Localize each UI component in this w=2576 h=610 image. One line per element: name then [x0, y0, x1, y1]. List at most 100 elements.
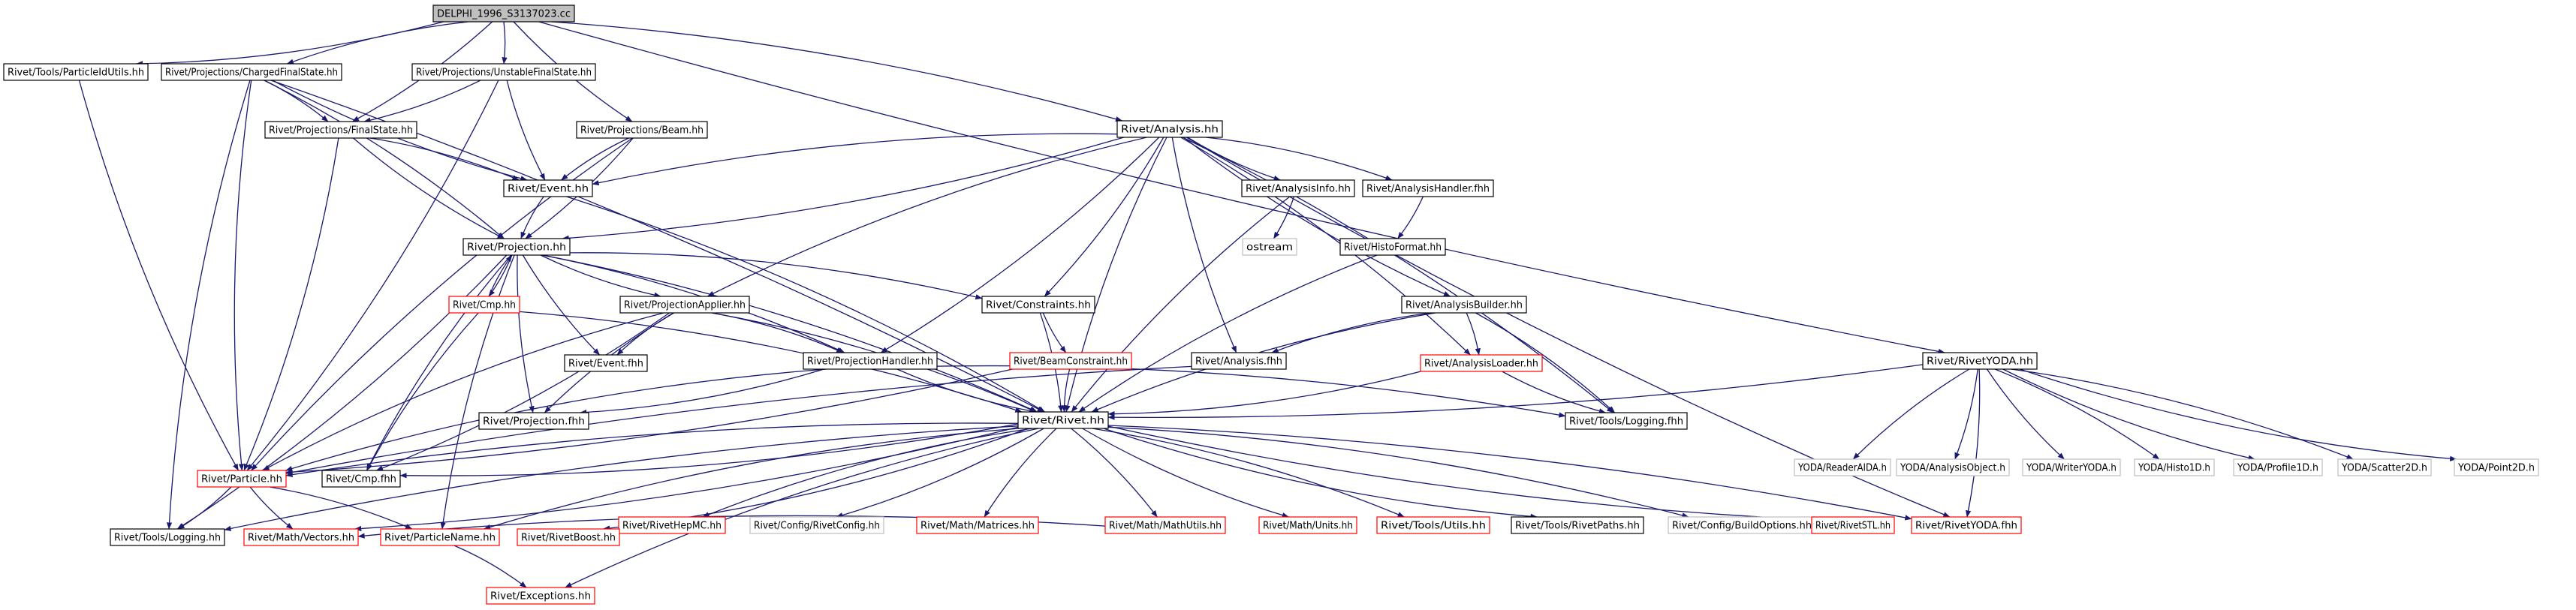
edge-analysis-to-projapplier [707, 137, 1147, 297]
node-box [1565, 412, 1688, 430]
edge-analysisf-to-particle [285, 365, 1192, 476]
node-writeryoda[interactable]: YODA/WriterYODA.h [2022, 458, 2121, 476]
node-projapplier[interactable]: Rivet/ProjectionApplier.hh [619, 296, 750, 314]
edge-anainfo-to-ostream [1273, 196, 1295, 239]
node-projhandler[interactable]: Rivet/ProjectionHandler.hh [803, 352, 938, 370]
edge-particlename-to-exceptions [453, 545, 527, 588]
node-mathutils[interactable]: Rivet/Math/MathUtils.hh [1104, 516, 1226, 534]
edge-projapplier-to-cmpf [375, 312, 670, 471]
node-beam[interactable]: Rivet/Projections/Beam.hh [576, 121, 708, 139]
edge-analysis-to-anainfo [1187, 137, 1281, 181]
edge-analysis-to-projhandler [880, 137, 1160, 353]
node-label: Rivet/RivetBoost.hh [521, 533, 616, 544]
node-scatter2d[interactable]: YODA/Scatter2D.h [2337, 458, 2432, 476]
node-rivetconfig[interactable]: Rivet/Config/RivetConfig.hh [749, 516, 884, 534]
edge-constraints-to-beamconstraint [1042, 312, 1067, 353]
node-label: Rivet/Tools/Utils.hh [1381, 521, 1486, 532]
node-ostream[interactable]: ostream [1242, 238, 1297, 256]
node-projectionf[interactable]: Rivet/Projection.fhh [478, 412, 589, 430]
edge-rivet-to-cmpf [399, 423, 1019, 479]
node-anahandlerf[interactable]: Rivet/AnalysisHandler.fhh [1362, 179, 1494, 197]
node-buildoptions[interactable]: Rivet/Config/BuildOptions.hh [1668, 516, 1816, 534]
edge-projhandler-to-rivet [896, 368, 1037, 414]
node-rivetboost[interactable]: Rivet/RivetBoost.hh [517, 528, 620, 546]
node-rivetyoda[interactable]: Rivet/RivetYODA.hh [1922, 352, 2038, 370]
node-box [619, 296, 750, 314]
edge-anaLoader-to-rivet [1107, 371, 1421, 417]
node-box [1911, 516, 2022, 534]
node-fs[interactable]: Rivet/Projections/FinalState.hh [264, 121, 417, 139]
node-anabuilder[interactable]: Rivet/AnalysisBuilder.hh [1401, 296, 1527, 314]
node-analysisobject[interactable]: YODA/AnalysisObject.h [1896, 458, 2010, 476]
node-rivetyodaf[interactable]: Rivet/RivetYODA.fhh [1911, 516, 2022, 534]
edge-fs-to-projection [353, 137, 505, 239]
node-profile1d[interactable]: YODA/Profile1D.h [2233, 458, 2323, 476]
edge-beamconstraint-to-particle [285, 368, 1013, 475]
node-box [264, 121, 417, 139]
node-box [517, 528, 620, 546]
node-pidutils[interactable]: Rivet/Tools/ParticleIdUtils.hh [3, 63, 149, 81]
node-analysis[interactable]: Rivet/Analysis.hh [1116, 120, 1223, 138]
node-beamconstraint[interactable]: Rivet/BeamConstraint.hh [1009, 352, 1132, 370]
node-constraints[interactable]: Rivet/Constraints.hh [981, 296, 1095, 314]
node-matrices[interactable]: Rivet/Math/Matrices.hh [916, 516, 1039, 534]
node-box [1258, 516, 1357, 534]
node-particlename[interactable]: Rivet/ParticleName.hh [380, 528, 500, 546]
edge-rivet-to-rivetyodaf [1107, 425, 1912, 521]
node-rivethepmc[interactable]: Rivet/RivetHepMC.hh [618, 516, 726, 534]
node-label: Rivet/Analysis.fhh [1195, 356, 1282, 368]
node-event[interactable]: Rivet/Event.hh [503, 179, 593, 197]
node-eventf[interactable]: Rivet/Event.fhh [564, 354, 648, 372]
node-box [749, 516, 884, 534]
edge-cfs-to-projection [264, 80, 505, 239]
node-box [478, 412, 589, 430]
edge-rivetyoda-to-rivetyodaf [1966, 368, 1981, 518]
node-analysisf[interactable]: Rivet/Analysis.fhh [1191, 352, 1287, 370]
node-logging[interactable]: Rivet/Tools/Logging.hh [110, 528, 225, 546]
edge-rivetyoda-to-histo1d [1994, 368, 2160, 460]
node-cfs[interactable]: Rivet/Projections/ChargedFinalState.hh [161, 63, 342, 81]
node-anainfo[interactable]: Rivet/AnalysisInfo.hh [1241, 179, 1355, 197]
node-box [1104, 516, 1226, 534]
node-box [1794, 458, 1891, 476]
node-ufs[interactable]: Rivet/Projections/UnstableFinalState.hh [411, 63, 596, 81]
edge-projection-to-projapplier [540, 254, 661, 298]
node-cmp[interactable]: Rivet/Cmp.hh [448, 296, 520, 314]
node-label: Rivet/RivetYODA.hh [1927, 356, 2033, 368]
node-point2d[interactable]: YODA/Point2D.h [2454, 458, 2539, 476]
node-label: Rivet/Math/Vectors.hh [248, 533, 354, 544]
edge-rivet-to-rivethepmc [702, 428, 1033, 518]
node-label: Rivet/Tools/ParticleIdUtils.hh [8, 68, 144, 79]
node-loggingf[interactable]: Rivet/Tools/Logging.fhh [1565, 412, 1688, 430]
node-box [1017, 411, 1109, 429]
node-vectors[interactable]: Rivet/Math/Vectors.hh [243, 528, 359, 546]
edge-anabuilder-to-rivet [1091, 312, 1436, 413]
node-label: Rivet/Projections/UnstableFinalState.hh [416, 68, 592, 79]
node-histoformat[interactable]: Rivet/HistoFormat.hh [1339, 238, 1446, 256]
node-cmpf[interactable]: Rivet/Cmp.fhh [321, 470, 401, 488]
edge-rivetyoda-to-writeryoda [1986, 368, 2065, 460]
node-exceptions[interactable]: Rivet/Exceptions.hh [486, 587, 595, 605]
node-projection[interactable]: Rivet/Projection.hh [462, 238, 571, 256]
node-particle[interactable]: Rivet/Particle.hh [197, 470, 287, 488]
edge-anahandlerf-to-histoformat [1397, 196, 1424, 239]
edge-projection-to-constraints [569, 252, 983, 300]
edge-projection-to-projectionf [517, 254, 535, 413]
node-units[interactable]: Rivet/Math/Units.hh [1258, 516, 1357, 534]
node-rivetpaths[interactable]: Rivet/Tools/RivetPaths.hh [1511, 516, 1644, 534]
node-box [2134, 458, 2215, 476]
node-readeraida[interactable]: YODA/ReaderAIDA.h [1794, 458, 1891, 476]
node-rivetstl[interactable]: Rivet/RivetSTL.hh [1811, 516, 1895, 534]
edge-beam-to-event [561, 137, 629, 181]
node-box [916, 516, 1039, 534]
node-rivet[interactable]: Rivet/Rivet.hh [1017, 411, 1109, 429]
edge-root-to-rivetyoda [538, 21, 1945, 354]
node-utils[interactable]: Rivet/Tools/Utils.hh [1376, 516, 1490, 534]
node-anaLoader[interactable]: Rivet/AnalysisLoader.hh [1420, 354, 1543, 372]
node-label: Rivet/Math/Units.hh [1263, 521, 1353, 532]
node-histo1d[interactable]: YODA/Histo1D.h [2134, 458, 2215, 476]
node-label: Rivet/Analysis.hh [1121, 125, 1219, 136]
edge-analysis-to-loggingf [1182, 137, 1614, 413]
node-root[interactable]: DELPHI_1996_S3137023.cc [432, 5, 575, 23]
node-box [3, 63, 149, 81]
